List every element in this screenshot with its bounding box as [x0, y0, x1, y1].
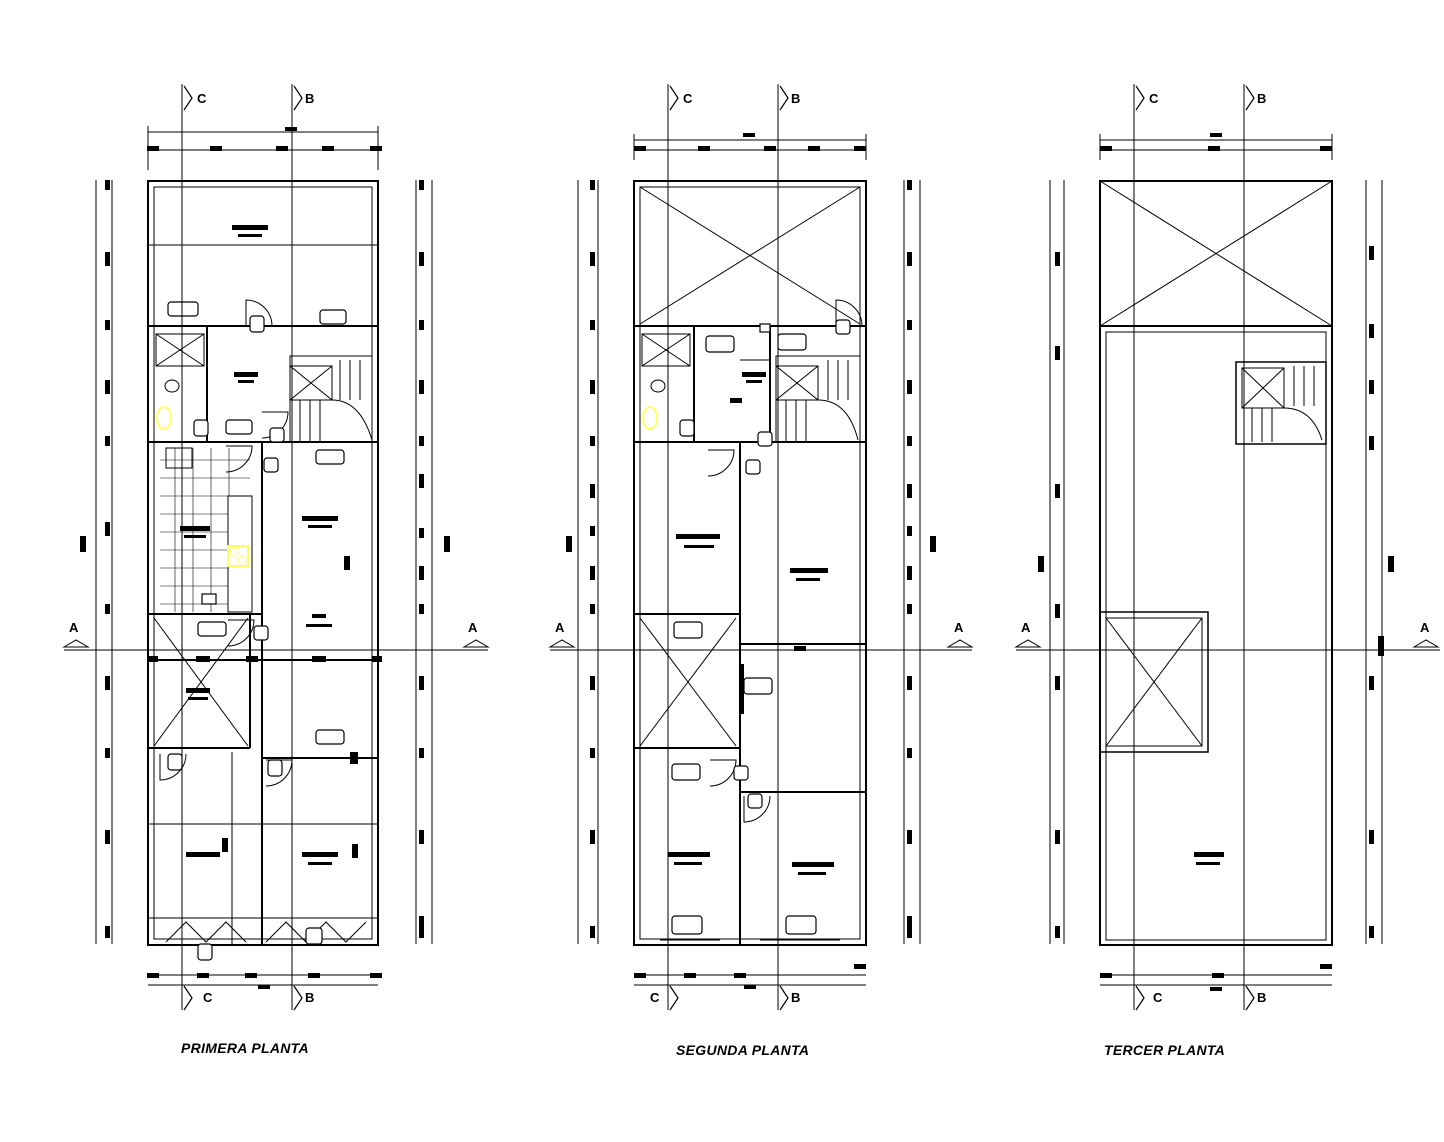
- plan-primera: [62, 84, 490, 1011]
- plan-title-primera: PRIMERA PLANTA: [181, 1040, 309, 1056]
- axis-label-b: B: [1257, 91, 1266, 106]
- axis-label-a: A: [555, 620, 565, 635]
- axis-label-b: B: [305, 990, 314, 1005]
- axis-label-b: B: [791, 91, 800, 106]
- axis-label-c: C: [650, 990, 660, 1005]
- axis-label-a: A: [69, 620, 79, 635]
- plan-title-segunda: SEGUNDA PLANTA: [676, 1042, 809, 1058]
- axis-label-c: C: [1153, 990, 1163, 1005]
- axis-label-b: B: [1257, 990, 1266, 1005]
- axis-label-a: A: [954, 620, 964, 635]
- axis-label-a: A: [468, 620, 478, 635]
- axis-label-c: C: [203, 990, 213, 1005]
- axis-label-b: B: [305, 91, 314, 106]
- axis-label-a: A: [1021, 620, 1031, 635]
- plan-tercer: [1014, 84, 1440, 1011]
- plan-title-tercer: TERCER PLANTA: [1104, 1042, 1225, 1058]
- axis-label-b: B: [791, 990, 800, 1005]
- axis-label-c: C: [683, 91, 693, 106]
- axis-label-a: A: [1420, 620, 1430, 635]
- plan-segunda: [548, 84, 974, 1011]
- axis-label-c: C: [1149, 91, 1159, 106]
- axis-label-c: C: [197, 91, 207, 106]
